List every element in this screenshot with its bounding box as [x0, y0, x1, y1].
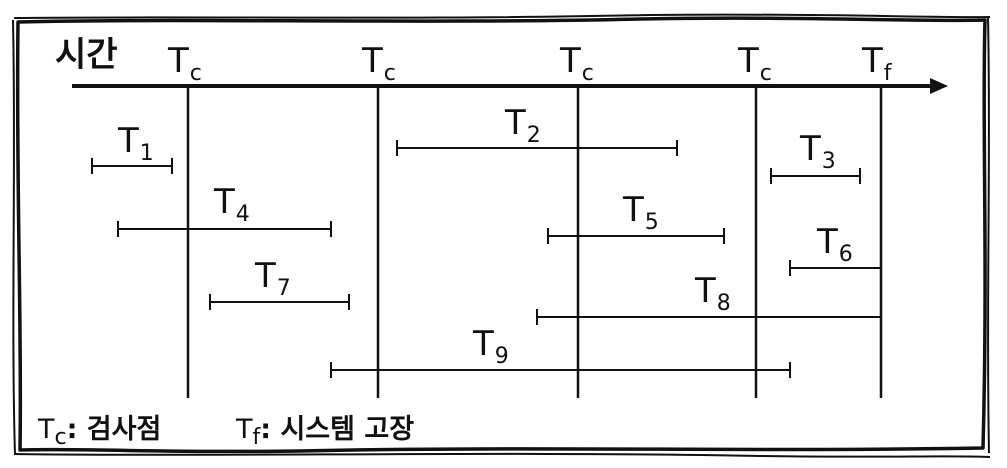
transaction-spans	[91, 140, 881, 378]
transaction-span-8	[536, 309, 881, 325]
transaction-label: T7	[254, 256, 291, 301]
transaction-label: T3	[799, 129, 836, 174]
transaction-span-6	[789, 260, 881, 276]
transaction-label: T4	[213, 182, 250, 227]
legend: Tc: 검사점 Tf: 시스템 고장	[37, 414, 414, 450]
transaction-label: T1	[117, 121, 154, 166]
transaction-span-4	[117, 221, 332, 237]
time-mark-label: Tf	[861, 41, 893, 86]
arrow-head-icon	[930, 78, 948, 94]
transaction-span-3	[770, 168, 861, 184]
legend-failure: Tf: 시스템 고장	[235, 414, 414, 450]
transaction-span-5	[547, 228, 725, 244]
transaction-label: T6	[816, 222, 853, 267]
axis-title: 시간	[55, 35, 118, 75]
time-mark-label: Tc	[167, 41, 202, 86]
transaction-labels: T1 T2 T3 T4 T5 T6 T7 T8 T9	[117, 103, 853, 369]
time-mark-lines	[186, 86, 883, 398]
legend-checkpoint: Tc: 검사점	[37, 414, 161, 450]
transaction-span-7	[209, 294, 350, 310]
transaction-span-1	[91, 158, 173, 174]
transaction-span-9	[330, 362, 791, 378]
transaction-span-2	[396, 140, 678, 156]
time-mark-labels: Tc Tc Tc Tc Tf	[167, 41, 893, 86]
frame	[12, 13, 991, 458]
transaction-label: T5	[622, 190, 659, 235]
time-mark-label: Tc	[737, 41, 772, 86]
transaction-label: T9	[472, 324, 509, 369]
transaction-label: T8	[694, 271, 731, 316]
transaction-label: T2	[504, 103, 541, 148]
time-mark-label: Tc	[361, 41, 396, 86]
time-axis: 시간	[55, 35, 948, 94]
time-mark-label: Tc	[559, 41, 594, 86]
